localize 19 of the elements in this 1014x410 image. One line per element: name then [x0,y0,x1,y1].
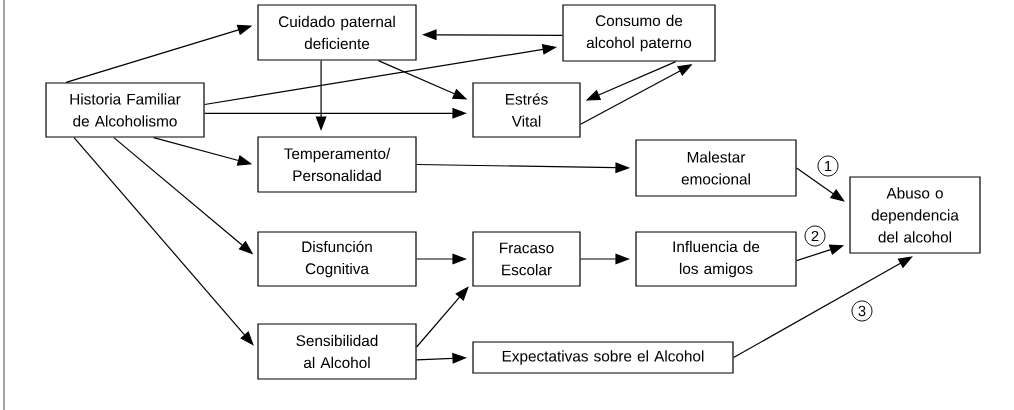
arrow [416,286,469,348]
text-box: Consumo de alcohol paterno [562,4,716,62]
text-box: Disfunción Cognitiva [257,231,417,287]
text-box: Sensibilidad al Alcohol [257,323,417,380]
text-box: Influencia de los amigos [635,231,797,287]
arrow [733,256,913,359]
edge-label: 2 [804,225,826,247]
arrow [73,137,254,346]
arrow [796,167,845,202]
text-box: Temperamento/ Personalidad [257,136,417,193]
text-box: Expectativas sobre el Alcohol [472,341,734,374]
text-box: Fracaso Escolar [472,231,581,287]
text-box: Malestar emocional [635,139,797,197]
text-box: Abuso o dependencia del alcohol [849,176,981,254]
edge-label: 1 [817,155,839,177]
text-box: Estrés Vital [472,82,581,138]
edge-label: 3 [851,300,873,322]
text-box: Historia Familiar de Alcoholismo [45,82,205,138]
text-box: Cuidado paternal deficiente [257,4,417,61]
